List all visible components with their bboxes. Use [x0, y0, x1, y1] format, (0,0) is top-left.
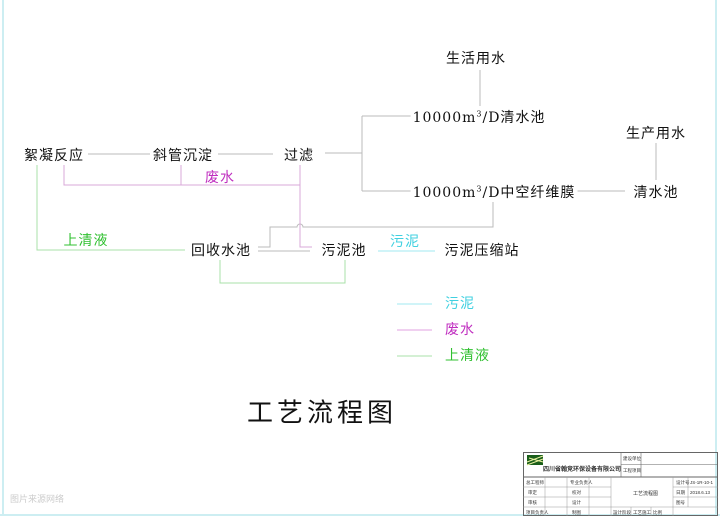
- tb-cell: 日期: [676, 490, 685, 495]
- wastewater-lines: [63, 165, 312, 248]
- tb-cell: 制图: [572, 510, 581, 515]
- tb-cell: 設计阶段: [613, 510, 631, 515]
- tb-cell: 工艺施工: [633, 510, 651, 515]
- capacity-text: 10000m: [412, 185, 477, 201]
- legend-sludge: 污泥: [445, 296, 475, 312]
- node-inclined-tube: 斜管沉淀: [151, 145, 215, 165]
- project-label: 工程项目: [623, 468, 641, 473]
- tb-cell: 图号: [676, 500, 685, 505]
- company-name: 四川省翰竞环保设备有限公司: [543, 467, 622, 473]
- tb-cell: 审核: [528, 500, 537, 505]
- tb-cell: 设计: [572, 500, 581, 505]
- label-wastewater: 废水: [205, 170, 235, 186]
- capacity-text: 10000m: [412, 110, 477, 126]
- node-filter: 过滤: [282, 145, 316, 165]
- node-sludge-pool: 污泥池: [319, 240, 369, 260]
- node-clear-pool-10000: 10000m3/D清水池: [410, 107, 548, 127]
- client-label: 建设单位: [623, 456, 641, 461]
- supernatant-lines: [36, 165, 346, 284]
- clear-pool-text: /D清水池: [482, 110, 546, 126]
- tb-cell: JS-1R-10-1: [690, 480, 714, 485]
- tb-cell: 2018.6.13: [690, 490, 711, 495]
- membrane-text: /D中空纤维膜: [482, 185, 576, 201]
- node-production-water: 生产用水: [624, 123, 688, 143]
- title-block: 四川省翰竞环保设备有限公司 建设单位 工程项目 总工程师 专业负责人 审定 校对…: [523, 452, 718, 516]
- process-lines: [88, 70, 657, 252]
- node-recovery-pool: 回收水池: [189, 240, 253, 260]
- diagram-title: 工艺流程图: [246, 398, 398, 429]
- tb-cell: 审定: [528, 490, 537, 495]
- tb-cell: 总工程师: [526, 480, 544, 485]
- node-domestic-water: 生活用水: [444, 48, 508, 68]
- node-sludge-press: 污泥压缩站: [442, 240, 522, 260]
- company-logo: [526, 455, 544, 466]
- node-flocculation: 絮凝反应: [22, 145, 86, 165]
- tb-cell: 设计号: [676, 480, 690, 485]
- tb-cell: 校对: [572, 490, 581, 495]
- tb-cell: 专业负责人: [570, 480, 593, 485]
- node-membrane: 10000m3/D中空纤维膜: [410, 182, 578, 202]
- superscript: 3: [476, 109, 483, 119]
- legend-wastewater: 废水: [445, 322, 475, 338]
- drawing-name: 工艺流程图: [633, 491, 659, 497]
- legend-supernatant: 上清液: [445, 348, 490, 364]
- label-supernatant: 上清液: [63, 233, 109, 249]
- node-clear-pool: 清水池: [631, 182, 681, 202]
- label-sludge: 污泥: [390, 234, 420, 250]
- watermark: 图片来源网络: [10, 494, 65, 504]
- tb-cell: 项目负责人: [526, 510, 549, 515]
- tb-cell: 比例: [653, 510, 662, 515]
- superscript: 3: [476, 184, 483, 194]
